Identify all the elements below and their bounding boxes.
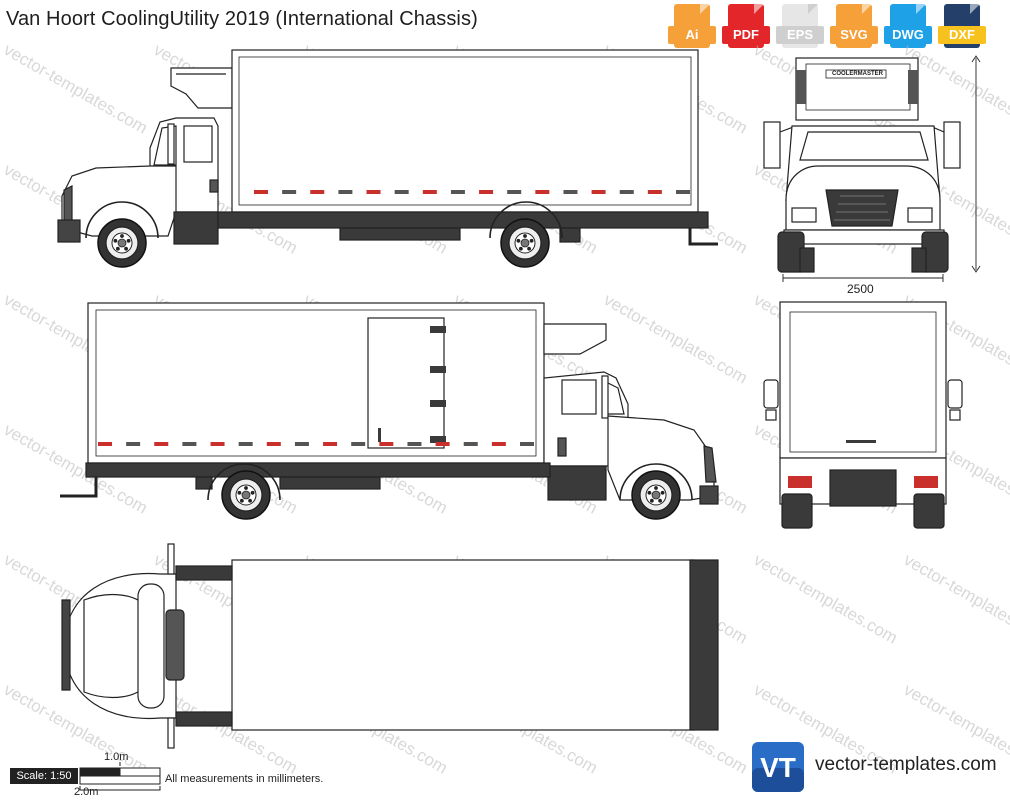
marker-light	[366, 190, 381, 194]
svg-format-label: SVG	[830, 26, 878, 44]
marker-light	[507, 190, 522, 194]
svg-text:VT: VT	[760, 752, 796, 783]
page-title: Van Hoort CoolingUtility 2019 (Internati…	[6, 8, 478, 30]
marker-light	[435, 442, 450, 446]
eps-format-label: EPS	[776, 26, 824, 44]
marker-light	[254, 190, 268, 194]
marker-light	[310, 190, 325, 194]
dwg-format-badge[interactable]: DWG	[884, 4, 932, 50]
ai-format-badge[interactable]: Ai	[668, 4, 716, 50]
dxf-format-label: DXF	[938, 26, 986, 44]
marker-light	[98, 442, 112, 446]
marker-light	[294, 442, 309, 446]
marker-light	[407, 442, 422, 446]
brand-site-link[interactable]: vector-templates.com	[815, 754, 997, 775]
side-view-left	[57, 49, 718, 268]
marker-light	[266, 442, 281, 446]
dwg-format-label: DWG	[884, 26, 932, 44]
marker-light	[463, 442, 478, 446]
marker-light	[647, 190, 662, 194]
pdf-format-badge[interactable]: PDF	[722, 4, 770, 50]
marker-light	[491, 442, 506, 446]
marker-light	[126, 442, 141, 446]
pdf-format-label: PDF	[722, 26, 770, 44]
format-badges: Ai PDF EPS SVG DWG DXF	[668, 4, 986, 50]
scale-bar	[79, 762, 161, 791]
side-view-right	[60, 302, 719, 520]
eps-format-badge[interactable]: EPS	[776, 4, 824, 50]
marker-light	[394, 190, 409, 194]
marker-light	[619, 190, 634, 194]
marker-light	[154, 442, 169, 446]
width-dimension-label: 2500	[847, 282, 874, 296]
marker-light	[479, 190, 494, 194]
svg-format-badge[interactable]: SVG	[830, 4, 878, 50]
scale-small-label: 1.0m	[104, 751, 129, 763]
marker-light	[676, 190, 690, 194]
front-view	[763, 55, 981, 282]
marker-light	[520, 442, 534, 446]
ai-format-label: Ai	[668, 26, 716, 44]
marker-light	[450, 190, 465, 194]
vt-logo-icon: VT	[752, 742, 804, 792]
marker-light	[238, 442, 253, 446]
scale-label: Scale: 1:50	[10, 768, 78, 784]
rear-view	[763, 301, 963, 529]
marker-light	[210, 442, 225, 446]
measurement-note: All measurements in millimeters.	[165, 773, 324, 785]
decal-label: COOLERMASTER	[832, 71, 883, 77]
marker-light	[379, 442, 394, 446]
top-view	[61, 543, 719, 749]
dxf-format-badge[interactable]: DXF	[938, 4, 986, 50]
marker-light	[323, 442, 338, 446]
marker-light	[422, 190, 437, 194]
marker-light	[535, 190, 550, 194]
marker-light	[563, 190, 578, 194]
marker-light	[338, 190, 353, 194]
marker-light	[591, 190, 606, 194]
marker-light	[282, 190, 297, 194]
marker-light	[182, 442, 197, 446]
marker-light	[351, 442, 366, 446]
scale-large-label: 2.0m	[74, 786, 99, 798]
